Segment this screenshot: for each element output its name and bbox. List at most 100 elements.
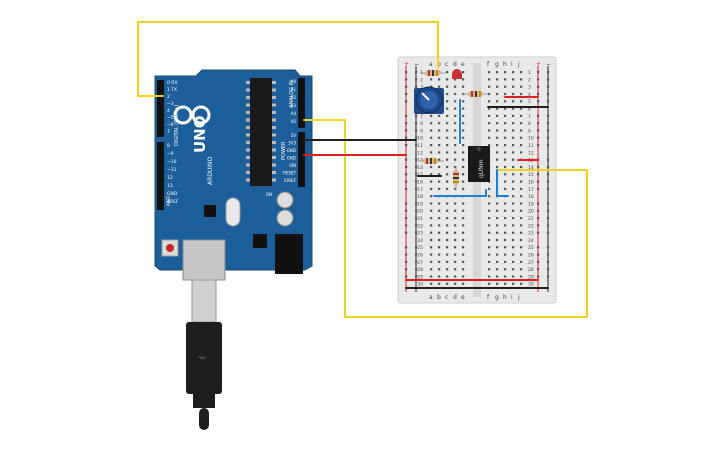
rail-hole[interactable] [405, 275, 408, 278]
rail-hole[interactable] [547, 253, 550, 256]
breadboard-hole[interactable] [504, 136, 507, 139]
rail-hole[interactable] [405, 253, 408, 256]
breadboard-hole[interactable] [512, 282, 515, 285]
breadboard-hole[interactable] [462, 114, 465, 117]
breadboard-hole[interactable] [488, 231, 491, 234]
breadboard-hole[interactable] [520, 151, 523, 154]
breadboard-hole[interactable] [438, 129, 441, 132]
breadboard-hole[interactable] [520, 122, 523, 125]
rail-hole[interactable] [415, 114, 418, 117]
breadboard-hole[interactable] [430, 122, 433, 125]
breadboard-hole[interactable] [446, 129, 449, 132]
breadboard-hole[interactable] [520, 238, 523, 242]
rail-hole[interactable] [405, 71, 408, 74]
rail-hole[interactable] [405, 129, 408, 132]
rail-hole[interactable] [405, 231, 408, 234]
breadboard-hole[interactable] [438, 224, 441, 227]
rail-hole[interactable] [537, 231, 540, 234]
rail-hole[interactable] [405, 173, 408, 176]
breadboard-hole[interactable] [488, 238, 491, 242]
breadboard-hole[interactable] [504, 275, 507, 278]
breadboard-hole[interactable] [454, 260, 457, 263]
rail-hole[interactable] [547, 173, 550, 176]
breadboard-hole[interactable] [488, 282, 491, 285]
breadboard-hole[interactable] [512, 71, 515, 74]
breadboard-hole[interactable] [430, 275, 433, 278]
breadboard-hole[interactable] [462, 217, 465, 220]
breadboard-hole[interactable] [496, 71, 499, 74]
breadboard-hole[interactable] [504, 122, 507, 125]
breadboard-hole[interactable] [496, 107, 499, 110]
breadboard-hole[interactable] [462, 238, 465, 242]
rail-hole[interactable] [415, 158, 418, 161]
breadboard-hole[interactable] [504, 144, 507, 147]
rail-hole[interactable] [547, 114, 550, 117]
breadboard-hole[interactable] [454, 78, 457, 81]
breadboard-hole[interactable] [512, 129, 515, 132]
breadboard-hole[interactable] [438, 275, 441, 278]
breadboard-hole[interactable] [438, 144, 441, 147]
breadboard-hole[interactable] [512, 180, 515, 183]
breadboard-hole[interactable] [438, 114, 441, 117]
breadboard-hole[interactable] [512, 238, 515, 242]
breadboard-hole[interactable] [512, 78, 515, 81]
resistor-4[interactable] [453, 166, 459, 190]
breadboard-hole[interactable] [430, 144, 433, 147]
breadboard-hole[interactable] [454, 209, 457, 212]
breadboard-hole[interactable] [496, 260, 499, 263]
breadboard-hole[interactable] [504, 238, 507, 242]
arduino-uno-board[interactable]: UNO ARDUINO DIGITAL (PWM~) ANALOG IN POW… [154, 69, 313, 281]
breadboard-hole[interactable] [430, 114, 433, 117]
breadboard-hole[interactable] [446, 92, 449, 96]
rail-hole[interactable] [405, 224, 408, 227]
op-amp-ic[interactable]: qUNm [468, 146, 490, 182]
breadboard-hole[interactable] [462, 144, 465, 147]
breadboard-hole[interactable] [446, 246, 449, 249]
breadboard-hole[interactable] [512, 151, 515, 154]
breadboard-hole[interactable] [462, 180, 465, 183]
breadboard-hole[interactable] [504, 260, 507, 263]
analog-header[interactable] [298, 78, 305, 128]
breadboard-hole[interactable] [520, 100, 523, 103]
rail-hole[interactable] [415, 268, 418, 271]
resistor-1[interactable] [420, 70, 446, 76]
breadboard-hole[interactable] [462, 253, 465, 256]
breadboard-hole[interactable] [430, 129, 433, 132]
rail-hole[interactable] [547, 231, 550, 234]
breadboard-hole[interactable] [496, 114, 499, 117]
rail-hole[interactable] [547, 129, 550, 132]
breadboard-hole[interactable] [454, 85, 457, 88]
breadboard-hole[interactable] [430, 253, 433, 256]
breadboard-hole[interactable] [512, 217, 515, 220]
rail-hole[interactable] [547, 180, 550, 183]
breadboard-hole[interactable] [496, 202, 499, 205]
breadboard-hole[interactable] [462, 85, 465, 88]
rail-hole[interactable] [537, 224, 540, 227]
breadboard-hole[interactable] [512, 195, 515, 198]
breadboard-hole[interactable] [430, 224, 433, 227]
breadboard-hole[interactable] [520, 114, 523, 117]
rail-hole[interactable] [415, 202, 418, 205]
breadboard-hole[interactable] [462, 231, 465, 234]
breadboard-hole[interactable] [438, 151, 441, 154]
breadboard-hole[interactable] [488, 209, 491, 212]
breadboard-hole[interactable] [488, 71, 491, 74]
rail-hole[interactable] [547, 224, 550, 227]
breadboard-hole[interactable] [438, 78, 441, 81]
breadboard-hole[interactable] [454, 144, 457, 147]
breadboard-hole[interactable] [488, 268, 491, 271]
breadboard-hole[interactable] [446, 180, 449, 183]
breadboard-hole[interactable] [446, 78, 449, 81]
rail-hole[interactable] [405, 144, 408, 147]
rail-hole[interactable] [537, 71, 540, 74]
wire-yellow-bottom[interactable] [303, 119, 588, 318]
breadboard-hole[interactable] [462, 209, 465, 212]
rail-hole[interactable] [537, 144, 540, 147]
breadboard-hole[interactable] [488, 107, 491, 110]
breadboard-hole[interactable] [512, 224, 515, 227]
breadboard-hole[interactable] [462, 136, 465, 139]
rail-hole[interactable] [415, 165, 418, 169]
breadboard-hole[interactable] [430, 165, 433, 169]
breadboard-hole[interactable] [504, 100, 507, 103]
breadboard-hole[interactable] [504, 158, 507, 161]
